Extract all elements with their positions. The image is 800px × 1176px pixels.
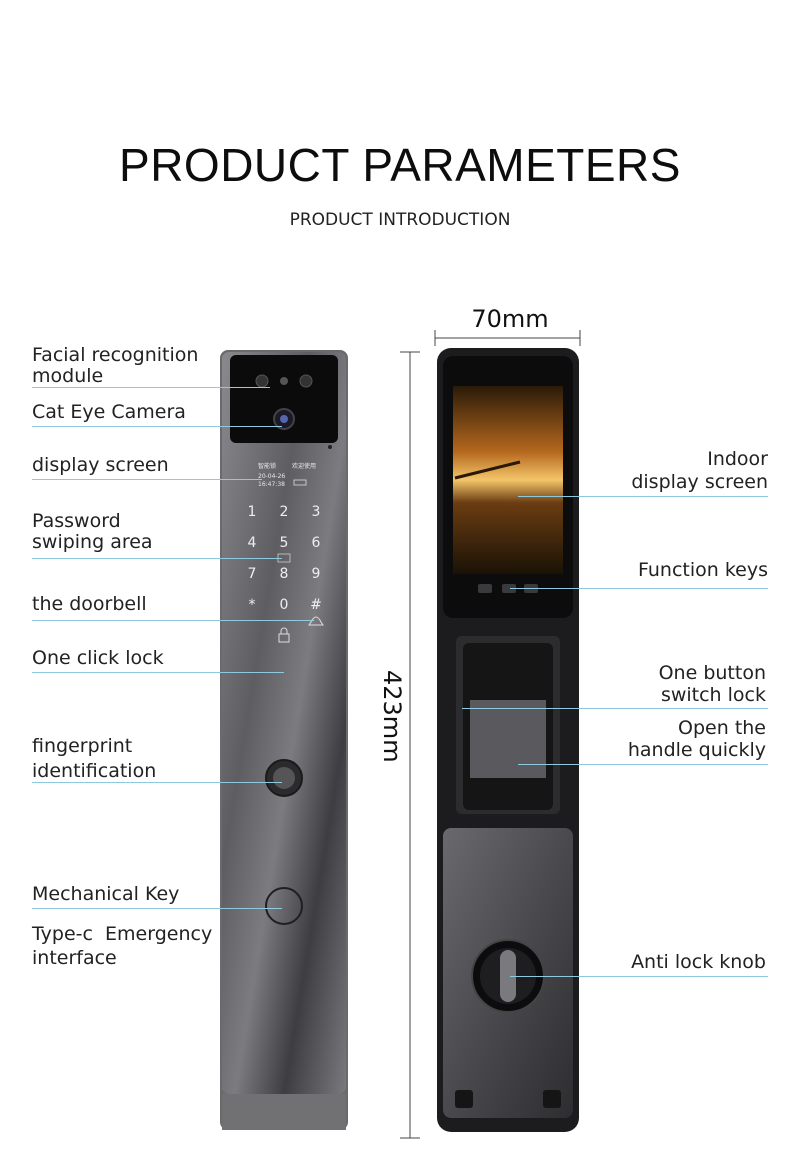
handle-cover (470, 700, 546, 778)
leader-line (32, 908, 282, 909)
label-fingerprint: fingerprint identification (32, 735, 157, 782)
label-one-button-switch: One button switch lock (658, 662, 766, 706)
leader-line (32, 782, 282, 783)
width-dimension: 70mm (471, 305, 549, 333)
keypad-key[interactable]: # (310, 597, 322, 613)
leader-line (32, 426, 282, 427)
label-indoor-display: Indoor display screen (631, 448, 768, 493)
label-open-handle: Open the handle quickly (627, 717, 766, 761)
anti-lock-knob (471, 939, 545, 1013)
leader-line (32, 479, 262, 480)
front-lock-body (220, 350, 348, 1130)
keypad-key[interactable]: 5 (280, 535, 289, 551)
keypad-key[interactable]: * (249, 597, 256, 613)
label-type-c: Type-c Emergency interface (32, 923, 213, 969)
leader-line (32, 387, 270, 388)
keypad-key[interactable]: 6 (312, 535, 321, 551)
keypad-key[interactable]: 3 (312, 504, 321, 520)
camera-module (230, 355, 338, 449)
screen-status-left: 智能锁 (258, 462, 276, 470)
leader-line (462, 708, 768, 709)
label-cat-eye-camera: Cat Eye Camera (32, 401, 186, 423)
leader-line (518, 764, 768, 765)
leader-line (32, 672, 284, 673)
page-subtitle: PRODUCT INTRODUCTION (289, 210, 511, 230)
label-display-screen: display screen (32, 454, 169, 476)
front-screen: 智能锁 欢迎使用 20-04-26 16:47:38 (258, 462, 316, 488)
keyhole-icon (265, 887, 303, 925)
bell-icon (308, 616, 324, 626)
screen-date: 20-04-26 (258, 473, 285, 480)
keypad-key[interactable]: 1 (248, 504, 257, 520)
keypad-key[interactable]: 8 (280, 566, 289, 582)
back-lock-body (437, 348, 579, 1132)
label-one-click-lock: One click lock (32, 647, 164, 669)
leader-line (32, 558, 282, 559)
label-function-keys: Function keys (637, 559, 768, 581)
dimension-lines (400, 330, 581, 1139)
screen-time: 16:47:38 (258, 481, 285, 488)
label-facial-recognition: Facial recognition module (32, 344, 199, 387)
indoor-display-image (453, 386, 563, 574)
keypad-key[interactable]: 0 (280, 597, 289, 613)
keypad-key[interactable]: 2 (280, 504, 289, 520)
fingerprint-sensor-icon (265, 759, 303, 797)
label-anti-lock-knob: Anti lock knob (631, 951, 766, 973)
leader-line (510, 588, 768, 589)
leader-line (518, 496, 768, 497)
height-dimension: 423mm (378, 670, 406, 763)
screen-status-right: 欢迎使用 (292, 462, 316, 470)
page-title: PRODUCT PARAMETERS (119, 139, 681, 191)
padlock-icon (278, 627, 290, 643)
keypad-key[interactable]: 4 (248, 535, 257, 551)
label-doorbell: the doorbell (32, 593, 147, 615)
label-password-swiping: Password swiping area (32, 510, 153, 553)
keypad: 1 2 3 4 5 6 7 8 9 * 0 # (248, 504, 322, 613)
keypad-key[interactable]: 9 (312, 566, 321, 582)
keypad-key[interactable]: 7 (248, 566, 257, 582)
leader-line (32, 620, 314, 621)
leader-line (510, 976, 768, 977)
label-mechanical-key: Mechanical Key (32, 883, 180, 905)
